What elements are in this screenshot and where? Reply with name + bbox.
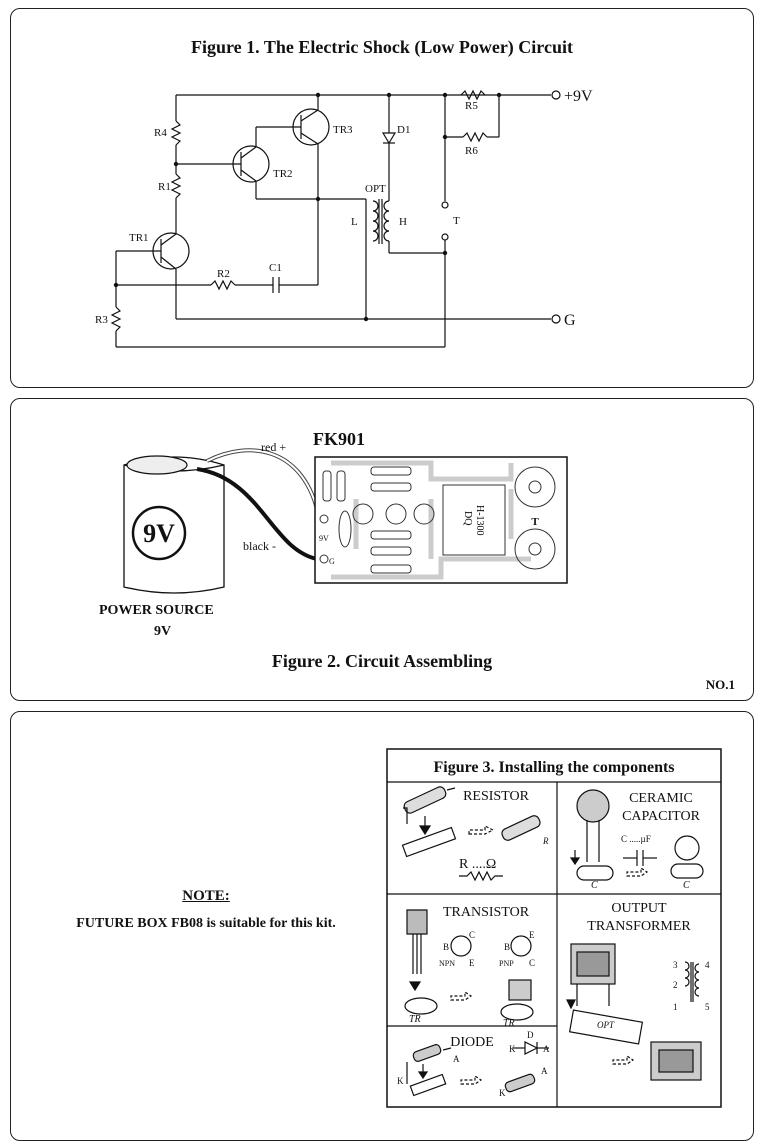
- figure3-title: Figure 3. Installing the components: [433, 759, 674, 776]
- transistor-illustration: [404, 909, 534, 1021]
- pcb-board: [314, 456, 568, 584]
- resistor-title: RESISTOR: [463, 789, 530, 804]
- capacitor-code-2: C: [683, 880, 690, 891]
- diode-a-label-2: A: [541, 1066, 548, 1076]
- diode-k-label-2: K: [499, 1088, 506, 1098]
- sheet-number: NO.1: [705, 677, 735, 692]
- diode-symbol-k: K: [509, 1044, 516, 1054]
- diode-title: DIODE: [450, 1035, 494, 1050]
- capacitor-title-1: CERAMIC: [629, 791, 693, 806]
- figure2-title: Figure 2. Circuit Assembling: [271, 651, 493, 671]
- transformer-code: OPT: [597, 1020, 615, 1030]
- assembly-drawing: FK901 9V red + black - POWER SOURCE 9V: [99, 429, 568, 639]
- label-plus9v: +9V: [564, 88, 593, 105]
- label-r1: R1: [158, 181, 171, 193]
- transformer-pin-2: 2: [673, 980, 678, 990]
- label-r6: R6: [465, 145, 478, 157]
- schematic-panel: Figure 1. The Electric Shock (Low Power)…: [10, 8, 754, 388]
- transistor-npn-label: NPN: [439, 959, 455, 968]
- transistor-pnp-b: B: [504, 942, 510, 952]
- label-r4: R4: [154, 127, 167, 139]
- transformer-model: H-1300: [474, 505, 485, 536]
- transformer-pin-5: 5: [705, 1002, 710, 1012]
- transistor-npn-c: C: [469, 930, 475, 940]
- transformer-code: DQ: [462, 511, 473, 526]
- transformer-pin-4: 4: [705, 960, 710, 970]
- label-tr2: TR2: [273, 168, 293, 180]
- battery-9v: 9V: [123, 455, 225, 594]
- transistor-title: TRANSISTOR: [443, 905, 530, 920]
- wire-red-label: red +: [261, 440, 286, 454]
- power-source-label: POWER SOURCE: [99, 603, 214, 618]
- power-source-voltage: 9V: [154, 624, 171, 639]
- label-ground: G: [564, 312, 576, 329]
- components-panel: NOTE: FUTURE BOX FB08 is suitable for th…: [10, 711, 754, 1141]
- label-r5: R5: [465, 100, 478, 112]
- wire-black-label: black -: [243, 539, 276, 553]
- label-d1: D1: [397, 124, 410, 136]
- board-9v-label: 9V: [319, 534, 329, 543]
- label-h: H: [399, 216, 407, 228]
- diode-symbol-d: D: [527, 1030, 534, 1040]
- output-transformer-illustration: [566, 943, 702, 1081]
- transistor-code-1: TR: [409, 1014, 421, 1025]
- label-l: L: [351, 216, 358, 228]
- transformer-pin-3: 3: [673, 960, 678, 970]
- capacitor-title-2: CAPACITOR: [622, 809, 700, 824]
- transistor-npn-b: B: [443, 942, 449, 952]
- resistor-symbol-text: R ....Ω: [459, 857, 496, 872]
- note-heading: NOTE:: [182, 888, 230, 904]
- diode-k-label: K: [397, 1076, 404, 1086]
- diode-illustration: [406, 1041, 549, 1097]
- capacitor-value: C .....µF: [621, 834, 651, 844]
- board-t-label: T: [531, 516, 539, 528]
- resistor-code: R: [542, 836, 549, 846]
- note-text: FUTURE BOX FB08 is suitable for this kit…: [76, 916, 336, 931]
- resistor-illustration: [401, 786, 541, 882]
- diode-symbol-a: A: [543, 1044, 550, 1054]
- label-tr1: TR1: [129, 232, 149, 244]
- label-r3: R3: [95, 314, 108, 326]
- diode-a-label: A: [453, 1054, 460, 1064]
- transistor-pnp-c: C: [529, 958, 535, 968]
- transformer-title-2: TRANSFORMER: [587, 919, 691, 934]
- label-tr3: TR3: [333, 124, 353, 136]
- transistor-code-2: TR: [503, 1018, 515, 1029]
- transistor-npn-e: E: [469, 958, 475, 968]
- components-guide: Figure 3. Installing the components RESI…: [386, 748, 722, 1108]
- board-g-label: G: [329, 557, 335, 566]
- transformer-pin-1: 1: [673, 1002, 678, 1012]
- figure1-title: Figure 1. The Electric Shock (Low Power)…: [191, 37, 573, 57]
- transformer-title-1: OUTPUT: [611, 901, 667, 916]
- circuit-schematic: R4 R1 TR1 TR2 TR3 R2 C1 R3 D1 OPT L H T …: [95, 88, 593, 348]
- label-t: T: [453, 215, 460, 227]
- transistor-pnp-e: E: [529, 930, 535, 940]
- label-c1: C1: [269, 262, 282, 274]
- label-r2: R2: [217, 268, 230, 280]
- battery-label: 9V: [143, 519, 175, 548]
- capacitor-code-1: C: [591, 880, 598, 891]
- kit-code: FK901: [313, 429, 365, 449]
- capacitor-illustration: [569, 789, 704, 881]
- transistor-pnp-label: PNP: [499, 959, 514, 968]
- label-opt: OPT: [365, 183, 386, 195]
- assembly-panel: FK901 9V red + black - POWER SOURCE 9V: [10, 398, 754, 701]
